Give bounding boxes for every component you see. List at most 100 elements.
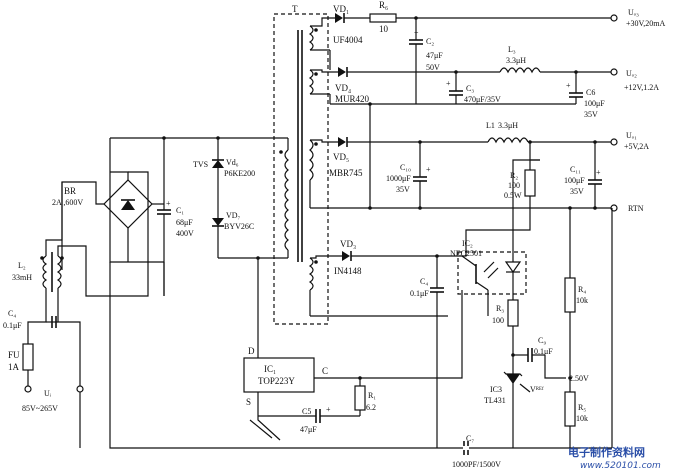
winding-bias — [308, 257, 314, 291]
junction-rtn-2 — [418, 206, 422, 210]
c5-plus: + — [326, 405, 331, 414]
ic2-light-1 — [483, 261, 495, 273]
fu-fuse — [22, 343, 34, 371]
br-value: 2A ,600V — [52, 198, 83, 207]
r1-label: R₁ — [368, 391, 376, 400]
transformer-boundary — [273, 13, 329, 325]
ic1-label: IC₁ — [264, 364, 276, 374]
l1-label: L1 — [486, 121, 495, 130]
wire-l2-bottom2 — [57, 288, 81, 448]
c10-voltage: 35V — [396, 185, 410, 194]
r3-value: 100 — [492, 316, 504, 325]
ic3-cathode-bar — [503, 371, 523, 377]
out1-terminal[interactable] — [610, 138, 618, 146]
ic1-pin-c: C — [322, 366, 328, 376]
fu-value: 1A — [8, 362, 20, 372]
vd5-label: VD₅ — [333, 152, 349, 162]
ic2-light-2 — [487, 267, 499, 279]
r5-value: 10k — [576, 414, 588, 423]
fu-label: FU — [8, 350, 20, 360]
primary-dot — [279, 150, 283, 154]
dot-30v — [314, 28, 318, 32]
ic1-source-b — [249, 419, 273, 439]
vd6-part: P6KE200 — [224, 169, 255, 178]
wire-5v-a — [310, 139, 338, 143]
c11-label: C₁₁ — [570, 165, 581, 174]
r2-label: R₂ — [510, 171, 518, 180]
out1-label: +5V,2A — [624, 142, 649, 151]
vd1-part: UF4004 — [333, 35, 363, 45]
ic1-part: TOP223Y — [258, 376, 295, 386]
out3-label: +30V,20mA — [626, 19, 665, 28]
c1-label: C₁ — [176, 206, 184, 215]
wire-led-r2 — [512, 159, 540, 256]
tvs-diode — [212, 160, 224, 168]
cy-value: 0.1μF — [534, 347, 553, 356]
ui-label: Uᵢ — [44, 389, 52, 398]
vd1-diode — [335, 13, 343, 23]
l2-inductor-2 — [56, 255, 62, 289]
winding-30v — [308, 25, 314, 51]
uo2-label: Uₒ₂ — [626, 69, 637, 78]
vd3-part: IN4148 — [334, 266, 362, 276]
l1-inductor — [487, 137, 529, 144]
vd3-diode — [342, 251, 350, 261]
wire-primary-gnd — [109, 262, 437, 449]
junction-gnd-12v — [368, 102, 372, 106]
cy-label: C₉ — [538, 336, 546, 345]
c3-label: C₃ — [466, 84, 474, 93]
ic2-label: IC₂ — [462, 239, 473, 248]
uo1-label: Uₒ₁ — [626, 131, 637, 140]
uo3-label: Uₒ₃ — [628, 8, 639, 17]
br-diode-symbol — [121, 200, 135, 210]
transformer-label: T — [292, 4, 298, 14]
ic3-ref-line — [519, 383, 531, 393]
wire-l2-top2 — [57, 245, 87, 262]
dot-12v — [314, 72, 318, 76]
br-top-lead — [110, 171, 129, 180]
l2-value: 33mH — [12, 273, 32, 282]
ic2-collector — [461, 255, 477, 267]
c11-voltage: 35V — [570, 187, 584, 196]
vd5-part: MBR745 — [329, 168, 363, 178]
winding-12v — [308, 69, 314, 95]
ic1-pin-s: S — [246, 397, 251, 407]
vref-label: Vᴿᴱᶠ — [530, 385, 544, 394]
r1-resistor — [354, 385, 366, 411]
c1-value: 68μF — [176, 218, 193, 227]
r5-label: R₅ — [578, 403, 586, 412]
junction-ref — [568, 376, 572, 380]
ic3-tl431 — [506, 374, 520, 384]
l3-value: 3.3μH — [506, 56, 526, 65]
r4-label: R₄ — [578, 285, 586, 294]
l2-inductor — [42, 255, 48, 289]
ref-voltage-label: 2.50V — [569, 374, 589, 383]
out3-terminal[interactable] — [610, 14, 618, 22]
vd4-label: VD₄ — [335, 83, 351, 93]
l1-value: 3.3μH — [498, 121, 518, 130]
c3-value: 470μF/35V — [464, 95, 501, 104]
vd5-diode — [338, 137, 346, 147]
r3-label: R₃ — [496, 304, 504, 313]
vd7-label: VD₇ — [226, 211, 241, 220]
l3-inductor — [499, 67, 541, 74]
ic1-pin-d: D — [248, 346, 255, 356]
r6-label: R₆ — [379, 0, 388, 10]
l3-label: L₃ — [508, 45, 516, 54]
out2-terminal[interactable] — [610, 68, 618, 76]
r1-value: 6.2 — [366, 403, 376, 412]
ac-input-l[interactable] — [24, 385, 32, 393]
vd4-part: MUR420 — [335, 94, 370, 104]
wire-12v-a — [310, 69, 338, 73]
c1-plus: + — [166, 199, 171, 208]
vd6-label: Vd₆ — [226, 158, 239, 167]
winding-5v — [309, 139, 314, 181]
r6-value: 10 — [379, 24, 389, 34]
c4b-label: C₄ — [420, 277, 428, 286]
watermark-url: www.520101.com — [580, 461, 661, 471]
c11-value: 100μF — [564, 176, 585, 185]
r2-resistor — [524, 169, 536, 197]
ac-input-n[interactable] — [76, 385, 84, 393]
vd7-part: BYV26C — [224, 222, 254, 231]
